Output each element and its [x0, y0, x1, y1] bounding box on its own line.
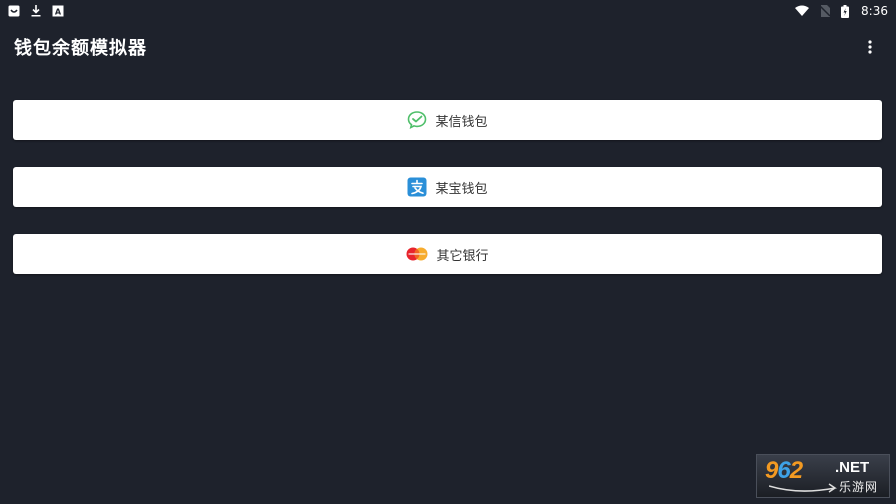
mastercard-icon — [406, 244, 428, 264]
no-sim-icon — [819, 5, 831, 17]
swoosh-icon — [769, 483, 837, 493]
battery-charging-icon — [841, 4, 850, 18]
more-options-button[interactable] — [858, 35, 882, 59]
watermark-suffix: .NET — [835, 459, 870, 476]
status-right: 8:36 — [795, 4, 888, 18]
wifi-icon — [795, 5, 810, 17]
status-left: A — [8, 5, 64, 17]
a-icon: A — [52, 5, 64, 17]
other-bank-label: 其它银行 — [436, 248, 489, 264]
app-bar: 钱包余额模拟器 — [0, 22, 896, 72]
watermark-subtitle: 乐游网 — [839, 480, 879, 494]
watermark-digits: 962 — [765, 457, 803, 484]
status-time: 8:36 — [861, 4, 888, 18]
app-title: 钱包余额模拟器 — [14, 38, 147, 59]
status-bar: A 8:36 — [0, 0, 896, 22]
download-icon — [30, 5, 42, 17]
wechat-wallet-button[interactable]: 某信钱包 — [13, 100, 882, 140]
watermark-logo: 962 .NET 乐游网 — [756, 454, 890, 498]
wechat-icon — [407, 110, 427, 130]
other-bank-button[interactable]: 其它银行 — [13, 234, 882, 274]
wechat-wallet-label: 某信钱包 — [435, 114, 488, 130]
alipay-wallet-label: 某宝钱包 — [435, 181, 488, 197]
alipay-wallet-button[interactable]: 某宝钱包 — [13, 167, 882, 207]
notification-icon — [8, 5, 20, 17]
more-vert-icon — [868, 40, 872, 54]
svg-text:A: A — [55, 8, 62, 17]
alipay-icon — [407, 177, 427, 197]
